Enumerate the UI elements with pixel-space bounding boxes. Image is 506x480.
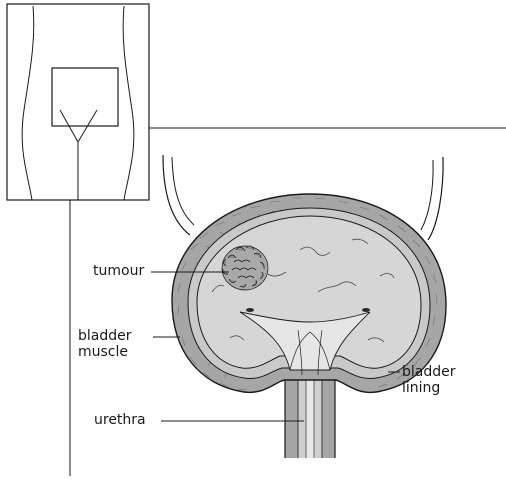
ureter-left-inner bbox=[172, 157, 194, 225]
tumour-mass bbox=[222, 246, 268, 290]
body-inset bbox=[7, 4, 149, 200]
label-urethra: urethra bbox=[94, 412, 146, 428]
ureter-right-inner bbox=[421, 160, 433, 230]
ureteric-orifice-left bbox=[246, 308, 254, 312]
label-bladder-lining: bladder lining bbox=[402, 364, 456, 396]
label-tumour: tumour bbox=[93, 263, 144, 279]
ureteric-orifice-right bbox=[362, 308, 370, 312]
ureter-right bbox=[428, 157, 443, 240]
label-bladder-muscle: bladder muscle bbox=[78, 328, 132, 360]
urethra-tube bbox=[285, 370, 335, 458]
